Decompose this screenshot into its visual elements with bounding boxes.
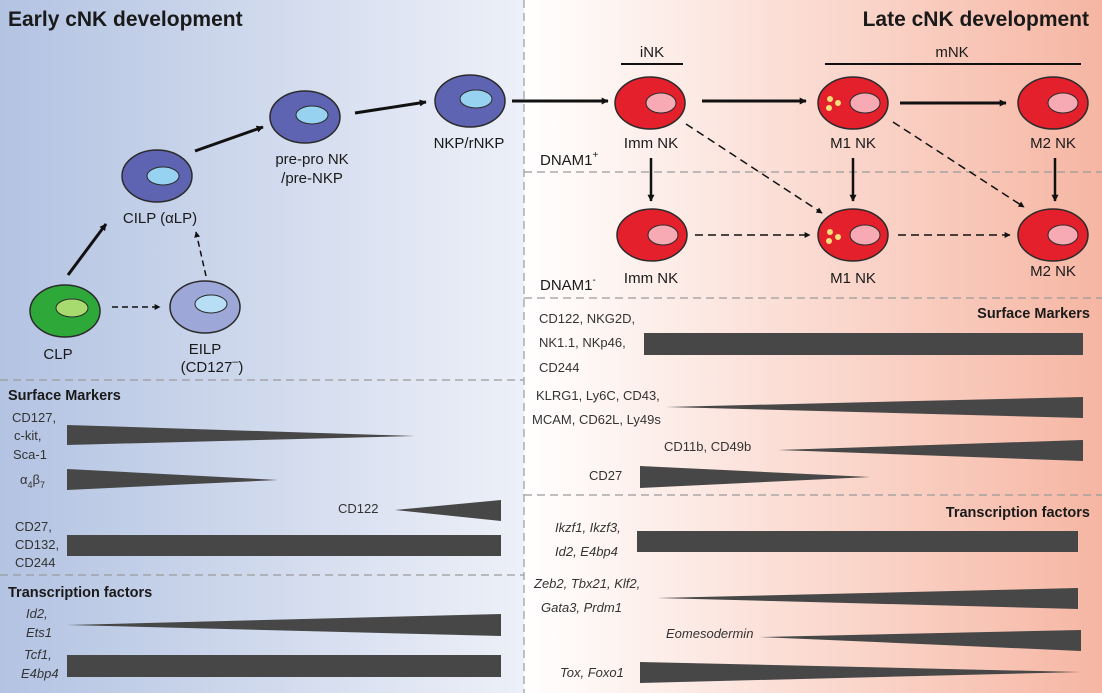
imm-nk-bottom-cell: [616, 208, 688, 262]
dnam1-negative-label: DNAM1-: [540, 275, 596, 294]
late-sm-row2-label: KLRG1, Ly6C, CD43, MCAM, CD62L, Ly49s: [532, 388, 663, 427]
m1-nk-top-cell: [817, 76, 889, 130]
imm-nk-top-cell: [614, 76, 686, 130]
late-sm-row1-label: CD122, NKG2D, NK1.1, NKp46, CD244: [539, 311, 639, 375]
early-title: Early cNK development: [8, 8, 243, 31]
arrow-m1nk-top-to-m2nk-bottom: [892, 121, 1025, 208]
late-tf-row3-label: Eomesodermin: [666, 626, 753, 641]
eilp-label: EILP: [189, 341, 222, 358]
early-tf-row2-label: Tcf1, E4bp4: [21, 647, 59, 681]
m2-nk-top-label: M2 NK: [1030, 135, 1076, 152]
late-sm-row1-bar: [644, 333, 1083, 355]
dnam1-positive-label: DNAM1+: [540, 150, 599, 169]
imm-nk-top-label: Imm NK: [624, 135, 678, 152]
clp-label: CLP: [43, 346, 72, 363]
late-tf-row1-label: Ikzf1, Ikzf3, Id2, E4bp4: [555, 520, 624, 559]
arrow-clp-to-cilp: [66, 223, 108, 276]
arrow-immnk-top-to-m1nk-bottom: [685, 123, 823, 214]
late-tf-row1-bar: [637, 531, 1078, 552]
late-sm-row3-wedge: [778, 440, 1083, 461]
clp-cell: [29, 284, 101, 338]
ink-label: iNK: [640, 44, 664, 61]
nkp-cell: [434, 74, 506, 128]
mnk-label: mNK: [935, 44, 968, 61]
arrow-prepro-to-nkp: [354, 99, 427, 115]
late-sm-row3-label: CD11b, CD49b: [664, 439, 751, 454]
late-tf-row2-wedge: [657, 588, 1078, 609]
late-tf-row4-label: Tox, Foxo1: [560, 665, 624, 680]
arrow-cilp-to-prepro: [194, 125, 264, 153]
eilp-note: (CD127–): [181, 356, 244, 376]
prepro-label-line1: pre-pro NK: [275, 151, 348, 168]
late-tf-row2-label: Zeb2, Tbx21, Klf2, Gata3, Prdm1: [533, 576, 644, 615]
cilp-cell: [121, 149, 193, 203]
early-tf-heading: Transcription factors: [8, 585, 152, 601]
early-sm-row4-bar: [67, 535, 501, 556]
early-tf-row1-label: Id2, Ets1: [26, 606, 52, 640]
early-sm-row2-label: α4β7: [20, 472, 45, 490]
early-sm-row3-label: CD122: [338, 501, 378, 516]
late-title: Late cNK development: [863, 8, 1089, 31]
late-tf-row4-wedge: [640, 662, 1080, 683]
late-tf-heading: Transcription factors: [946, 505, 1090, 521]
m2-nk-bottom-cell: [1017, 208, 1089, 262]
prepro-nk-cell: [269, 90, 341, 144]
early-tf-row2-bar: [67, 655, 501, 677]
m1-nk-bottom-cell: [817, 208, 889, 262]
early-panel-background: [0, 0, 524, 693]
imm-nk-bottom-label: Imm NK: [624, 270, 678, 287]
m1-nk-bottom-label: M1 NK: [830, 270, 876, 287]
late-sm-row2-wedge: [666, 397, 1083, 418]
m1-nk-top-label: M1 NK: [830, 135, 876, 152]
late-sm-row4-wedge: [640, 466, 870, 488]
m2-nk-top-cell: [1017, 76, 1089, 130]
early-sm-row4-label: CD27, CD132, CD244: [15, 519, 63, 570]
m2-nk-bottom-label: M2 NK: [1030, 263, 1076, 280]
early-sm-row1-label: CD127, c-kit, Sca-1: [12, 410, 60, 462]
arrow-eilp-to-cilp: [194, 231, 207, 277]
cilp-label: CILP (αLP): [123, 210, 197, 227]
early-tf-row1-wedge: [67, 614, 501, 636]
early-sm-row2-wedge: [67, 469, 278, 490]
nkp-label: NKP/rNKP: [434, 135, 505, 152]
late-sm-row4-label: CD27: [589, 468, 622, 483]
late-surface-heading: Surface Markers: [977, 306, 1090, 322]
early-surface-heading: Surface Markers: [8, 388, 121, 404]
early-sm-row3-wedge: [395, 500, 501, 521]
prepro-label-line2: /pre-NKP: [281, 170, 343, 187]
late-tf-row3-wedge: [760, 630, 1081, 651]
early-sm-row1-wedge: [67, 425, 415, 445]
eilp-cell: [169, 280, 241, 334]
